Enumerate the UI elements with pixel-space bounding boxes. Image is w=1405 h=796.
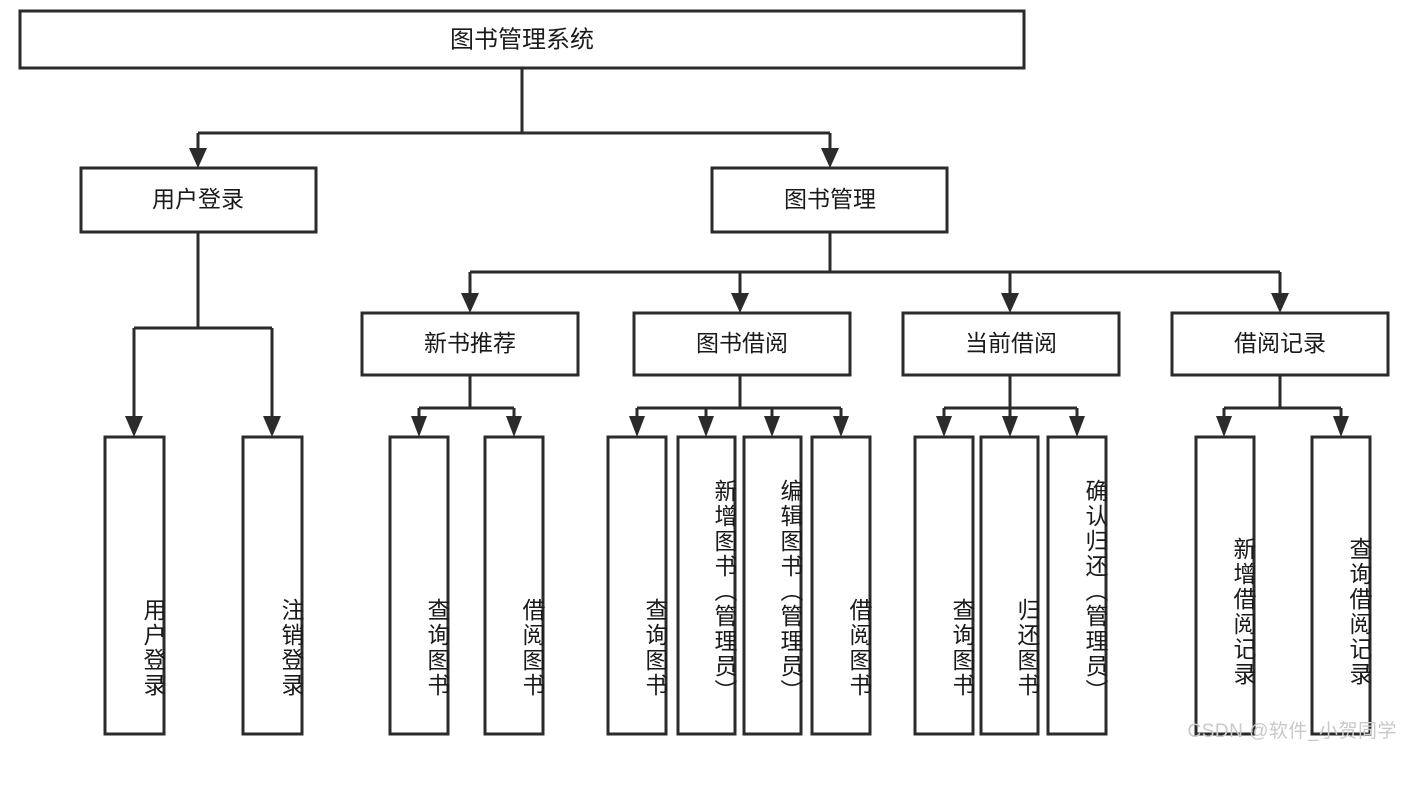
node-user-login-label: 用户登录 — [152, 186, 244, 212]
arrow-to-leaf-query-record — [1333, 416, 1349, 437]
node-book-borrow-box[interactable] — [632, 311, 852, 377]
node-book-borrow[interactable]: 图书借阅 — [632, 311, 852, 377]
arrow-to-leaf-query-book-2 — [629, 416, 645, 437]
node-root[interactable]: 图书管理系统 — [18, 9, 1026, 70]
node-root-label: 图书管理系统 — [450, 26, 594, 53]
arrow-to-leaf-add-book — [698, 416, 714, 437]
arrow-to-leaf-edit-book — [764, 416, 780, 437]
node-book-manage[interactable]: 图书管理 — [710, 166, 949, 234]
node-borrow-record-box[interactable] — [1170, 311, 1390, 377]
arrow-to-leaf-add-record — [1216, 416, 1232, 437]
connector-layer — [125, 68, 1349, 437]
leaf-box-return-book[interactable] — [979, 435, 1040, 736]
leaf-box-add-record[interactable] — [1194, 435, 1256, 736]
leaf-box-user-login[interactable] — [103, 435, 166, 736]
arrow-to-leaf-user-login — [125, 416, 143, 437]
leaf-box-borrow-book-2[interactable] — [810, 435, 872, 736]
arrow-to-leaf-borrow-book-2 — [833, 416, 849, 437]
arrow-to-new-book-rec — [461, 293, 479, 313]
leaf-box-query-book-1[interactable] — [388, 435, 450, 736]
node-borrow-record-label: 借阅记录 — [1234, 330, 1326, 356]
node-new-book-rec-label: 新书推荐 — [424, 330, 516, 356]
arrow-to-leaf-confirm-return — [1069, 416, 1085, 437]
arrow-to-leaf-query-book-1 — [411, 416, 427, 437]
leaf-box-logout[interactable] — [241, 435, 304, 736]
arrow-to-leaf-query-book-3 — [936, 416, 952, 437]
node-current-borrow[interactable]: 当前借阅 — [901, 311, 1121, 377]
node-book-manage-label: 图书管理 — [784, 186, 876, 212]
node-new-book-rec[interactable]: 新书推荐 — [360, 311, 580, 377]
leaf-box-edit-book[interactable] — [742, 435, 803, 736]
tree-diagram-svg: 图书管理系统 用户登录 图书管理 新书推荐 图书借阅 当前借阅 借阅记录 — [18, 9, 1390, 736]
node-root-box[interactable] — [18, 9, 1026, 70]
arrow-to-book-borrow — [731, 293, 749, 313]
leaf-box-query-record[interactable] — [1310, 435, 1372, 736]
arrow-root-to-user-login — [189, 148, 207, 168]
arrow-to-leaf-borrow-book-1 — [506, 416, 522, 437]
node-user-login[interactable]: 用户登录 — [79, 166, 318, 234]
arrow-root-to-book-manage — [821, 148, 839, 168]
node-new-book-rec-box[interactable] — [360, 311, 580, 377]
leaf-box-borrow-book-1[interactable] — [483, 435, 545, 736]
arrow-to-current-borrow — [1001, 293, 1019, 313]
node-user-login-box[interactable] — [79, 166, 318, 234]
arrow-to-leaf-return-book — [1002, 416, 1018, 437]
node-book-borrow-label: 图书借阅 — [696, 330, 788, 356]
leaf-box-confirm-return[interactable] — [1046, 435, 1108, 736]
arrow-to-borrow-record — [1271, 293, 1289, 313]
diagram-canvas: 图书管理系统 用户登录 图书管理 新书推荐 图书借阅 当前借阅 借阅记录 — [18, 9, 1397, 742]
leaf-box-add-book[interactable] — [676, 435, 737, 736]
node-current-borrow-label: 当前借阅 — [965, 330, 1057, 356]
node-book-manage-box[interactable] — [710, 166, 949, 234]
node-borrow-record[interactable]: 借阅记录 — [1170, 311, 1390, 377]
node-current-borrow-box[interactable] — [901, 311, 1121, 377]
leaf-box-query-book-2[interactable] — [606, 435, 668, 736]
arrow-to-leaf-logout — [263, 416, 281, 437]
csdn-watermark: CSDN @软件_小贺同学 — [1187, 721, 1397, 742]
leaf-box-layer — [103, 435, 1372, 736]
leaf-box-query-book-3[interactable] — [913, 435, 975, 736]
